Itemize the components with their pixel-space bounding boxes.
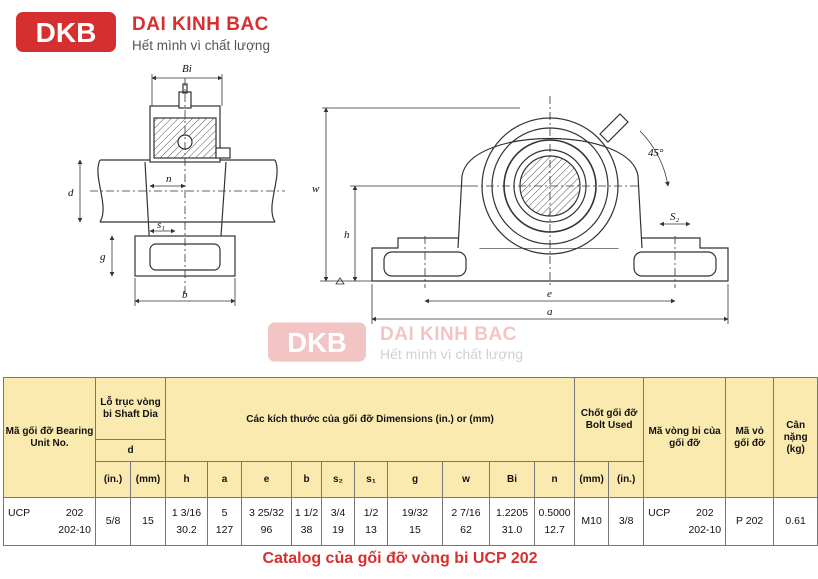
brand-logo: DKB DAI KINH BAC Hết mình vì chất lượng (16, 8, 316, 58)
header-b: b (291, 461, 322, 498)
header-bolt-in: (in.) (608, 461, 645, 498)
front-view-dimensions (320, 107, 729, 324)
cell-bearing: UCP 202 202-10 (643, 497, 727, 546)
label-Bi: Bi (182, 63, 192, 75)
cell-unit-prefix: UCP (8, 506, 31, 519)
header-h: h (165, 461, 208, 498)
brand-tagline: Hết mình vì chất lượng (132, 38, 270, 53)
header-housing-no: Mã vỏ gối đỡ (725, 377, 775, 498)
label-w: w (312, 183, 320, 195)
label-s1: s₁ (157, 219, 165, 231)
cell-unit-b: 202-10 (58, 523, 91, 536)
label-s2: S₂ (670, 211, 680, 223)
caption: Catalog của gối đỡ vòng bi UCP 202 (262, 550, 538, 567)
label-angle: 45° (648, 147, 664, 159)
label-b: b (182, 289, 188, 301)
front-view (371, 96, 729, 288)
brand-name: DAI KINH BAC (132, 14, 269, 35)
logo-mark-text: DKB (36, 17, 97, 48)
header-a: a (207, 461, 242, 498)
bearing-drawing: Bi d n s₁ g b (68, 63, 729, 324)
header-s2: s₂ (321, 461, 355, 498)
label-g: g (100, 251, 106, 263)
cell-bolt-in: 3/8 (608, 497, 645, 546)
cell-unit: UCP 202 202-10 (3, 497, 96, 546)
watermark-brand-name: DAI KINH BAC (380, 324, 517, 345)
header-bolt-mm: (mm) (574, 461, 610, 498)
header-n: n (533, 461, 576, 498)
watermark-tagline: Hết mình vì chất lượng (380, 346, 524, 362)
header-bearing-unit: Mã gối đỡ Bearing Unit No. (3, 377, 96, 498)
cell-bearing-a: 202 (696, 506, 714, 519)
cell-shaft-in: 5/8 (95, 497, 131, 546)
header-bolt: Chốt gối đỡ Bolt Used (574, 377, 645, 462)
header-weight: Cân nặng (kg) (773, 377, 818, 498)
cell-unit-a: 202 (65, 506, 84, 519)
header-bearing-no: Mã vòng bi của gối đỡ (643, 377, 727, 498)
header-g: g (387, 461, 443, 498)
header-dimensions: Các kích thước của gối đỡ Dimensions (in… (164, 377, 576, 462)
label-d: d (68, 187, 74, 199)
cell-bearing-prefix: UCP (648, 506, 671, 519)
header-shaft: Lỗ trục vòng bi Shaft Dia (95, 377, 166, 440)
watermark-logo-mark: DKB (268, 322, 366, 362)
cell-bolt-mm: M10 (574, 497, 610, 546)
header-in: (in.) (95, 461, 131, 498)
header-Bi: Bi (489, 461, 535, 498)
label-a: a (547, 306, 553, 318)
label-n: n (166, 173, 172, 185)
cell-weight: 0.61 (773, 497, 818, 546)
header-w: w (442, 461, 490, 498)
cell-housing: P 202 (725, 497, 775, 546)
dkb-logo-mark: DKB (16, 12, 116, 52)
header-mm: (mm) (130, 461, 166, 498)
side-view-dimensions (77, 74, 236, 306)
cell-bearing-b: 202-10 (688, 523, 722, 536)
svg-text:DKB: DKB (287, 327, 346, 358)
watermark: DKB DAI KINH BAC Hết mình vì chất lượng (268, 320, 548, 370)
side-view (90, 78, 285, 296)
spec-table: Mã gối đỡ Bearing Unit No. Lỗ trục vòng … (3, 377, 818, 546)
header-s1: s₁ (354, 461, 388, 498)
label-e: e (547, 288, 552, 300)
header-e: e (241, 461, 292, 498)
label-h: h (344, 229, 350, 241)
header-shaft-d: d (95, 439, 166, 462)
cell-shaft-mm: 15 (130, 497, 166, 546)
